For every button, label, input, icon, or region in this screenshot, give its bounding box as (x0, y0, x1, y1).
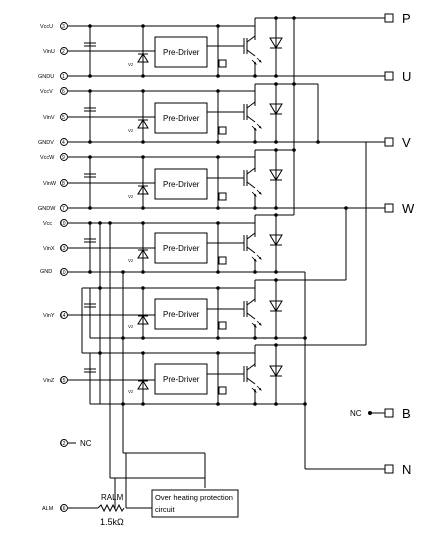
pin-circles (60, 22, 68, 512)
pin-label-gndu: GNDU (38, 74, 54, 80)
terminal-v: V (402, 135, 411, 150)
svg-text:5: 5 (62, 115, 65, 121)
pre-driver-z (154, 363, 208, 395)
pre-driver-v-label: Pre-Driver (163, 114, 200, 123)
pin-label-vccv: VccV (40, 89, 53, 95)
pre-driver-w (154, 168, 208, 200)
resistor-value: 1.5kΩ (100, 517, 124, 527)
alarm-path: Over heating protection circuit RALM 1.5… (68, 453, 239, 527)
pin-label-vinw: VinW (43, 181, 57, 187)
pre-driver-y-label: Pre-Driver (163, 310, 200, 319)
svg-text:6: 6 (62, 89, 65, 95)
pin-label-vinv: VinV (43, 115, 55, 121)
pin-numbers: 3 2 1 6 5 4 9 8 7 10 13 10 14 15 12 16 (60, 24, 66, 512)
pin-label-gnd: GND (40, 269, 52, 275)
svg-text:7: 7 (62, 206, 65, 212)
svg-text:4: 4 (62, 140, 65, 146)
pin-labels: VccU VinU GNDU VccV VinV GNDV VccW VinW … (38, 24, 57, 512)
pre-driver-u (154, 36, 208, 68)
pre-driver-x (154, 232, 208, 264)
pin-label-alm: ALM (42, 506, 54, 512)
low-side-wiring: Pre-Driver Pre-Driver Pre-Driv (68, 214, 366, 405)
junction-dots (88, 16, 348, 406)
zener-diodes: Vz Vz Vz Vz Vz Vz (128, 53, 149, 394)
terminal-w: W (402, 201, 415, 216)
output-buses (294, 17, 385, 470)
over-heating-protection-box (151, 489, 239, 518)
pin-label-gndv: GNDV (38, 140, 54, 146)
protection-line-1: Over heating protection (155, 493, 233, 502)
svg-text:Vz: Vz (128, 389, 134, 394)
svg-text:14: 14 (60, 313, 66, 319)
protection-line-2: circuit (155, 505, 176, 514)
terminal-u: U (402, 69, 411, 84)
nc-pin-label: NC (80, 439, 92, 448)
svg-text:Vz: Vz (128, 258, 134, 263)
svg-text:1: 1 (62, 74, 65, 80)
pin-label-vcc: Vcc (43, 221, 52, 227)
svg-text:Vz: Vz (128, 324, 134, 329)
terminal-p: P (402, 11, 411, 26)
svg-text:16: 16 (60, 506, 66, 512)
pin-label-gndw: GNDW (38, 206, 56, 212)
pin-label-vccu: VccU (40, 24, 53, 30)
nc-pin: NC (68, 439, 92, 448)
pin-label-vinz: VinZ (43, 378, 55, 384)
svg-text:Vz: Vz (128, 128, 134, 133)
svg-text:8: 8 (62, 181, 65, 187)
pin-label-viny: VinY (43, 313, 55, 319)
pre-driver-y (154, 298, 208, 330)
svg-text:15: 15 (60, 378, 66, 384)
low-side-rails (81, 223, 206, 488)
high-side-wiring: Pre-Driver Pre-Driver (68, 17, 385, 215)
svg-text:Vz: Vz (128, 194, 134, 199)
svg-text:12: 12 (60, 441, 66, 447)
output-terminals: P U V W B N NC (350, 11, 415, 477)
svg-text:Vz: Vz (128, 62, 134, 67)
pre-driver-w-label: Pre-Driver (163, 180, 200, 189)
svg-text:13: 13 (60, 246, 66, 252)
pre-driver-v (154, 102, 208, 134)
igbt-cells (243, 35, 283, 393)
pin-label-vccw: VccW (40, 155, 55, 161)
svg-text:3: 3 (62, 24, 65, 30)
terminal-n: N (402, 462, 411, 477)
pin-label-vinu: VinU (43, 49, 55, 55)
pre-driver-x-label: Pre-Driver (163, 244, 200, 253)
pin-label-vinx: VinX (43, 246, 55, 252)
svg-text:9: 9 (62, 155, 65, 161)
terminal-nc-right: NC (350, 409, 362, 418)
svg-text:10: 10 (60, 221, 66, 227)
pre-driver-u-label: Pre-Driver (163, 48, 200, 57)
svg-text:10: 10 (60, 270, 66, 276)
pre-driver-z-label: Pre-Driver (163, 375, 200, 384)
resistor-label: RALM (101, 493, 124, 502)
terminal-b: B (402, 406, 411, 421)
svg-text:2: 2 (62, 49, 65, 55)
